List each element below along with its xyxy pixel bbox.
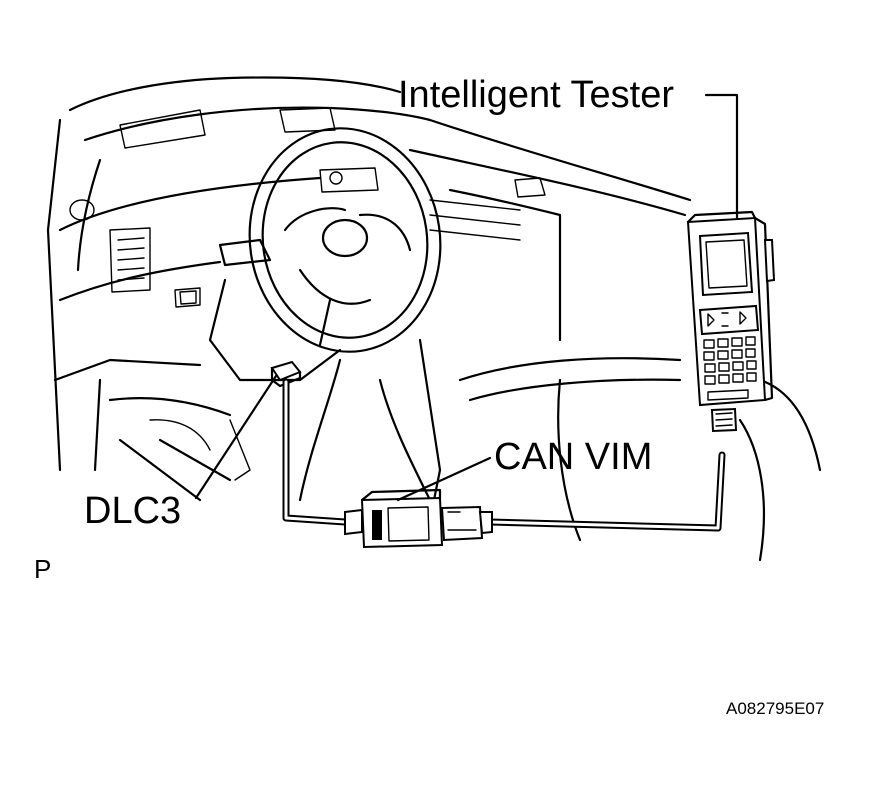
dlc3-connector [270, 360, 302, 388]
steering-wheel [248, 127, 442, 353]
figure-code-label: A082795E07 [726, 699, 825, 718]
view-marker-label: P [34, 554, 52, 584]
can-vim-label: CAN VIM [494, 436, 653, 478]
leader-lines [194, 93, 739, 502]
dlc3-label: DLC3 [84, 490, 182, 532]
cable-dlc3-to-vim [282, 378, 349, 526]
can-vim-module [344, 488, 493, 549]
dashboard-outline [46, 76, 822, 562]
intelligent-tester-label: Intelligent Tester [398, 74, 675, 116]
cable-vim-to-tester [486, 451, 726, 532]
intelligent-tester-device [686, 210, 776, 433]
